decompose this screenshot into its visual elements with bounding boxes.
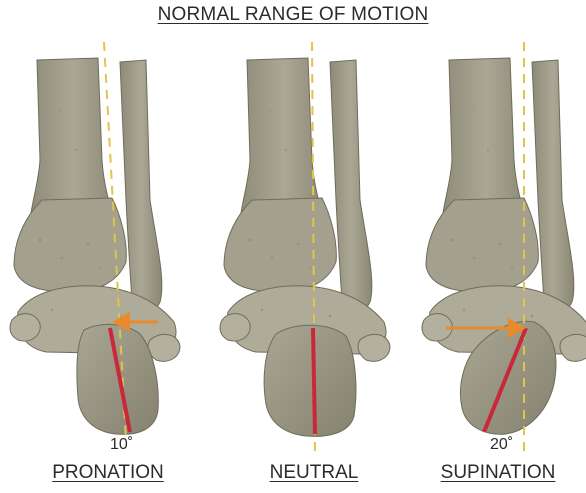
neutral-heel-line bbox=[313, 328, 315, 434]
pronation-angle: 10˚ bbox=[110, 436, 133, 454]
supination-angle: 20˚ bbox=[490, 436, 513, 454]
supination-label: SUPINATION bbox=[410, 462, 586, 484]
pronation-label: PRONATION bbox=[18, 462, 198, 484]
neutral-label: NEUTRAL bbox=[244, 462, 384, 484]
neutral-heel-bone bbox=[264, 325, 356, 436]
neutral-ankle bbox=[220, 58, 390, 436]
pronation-ankle bbox=[10, 58, 180, 434]
